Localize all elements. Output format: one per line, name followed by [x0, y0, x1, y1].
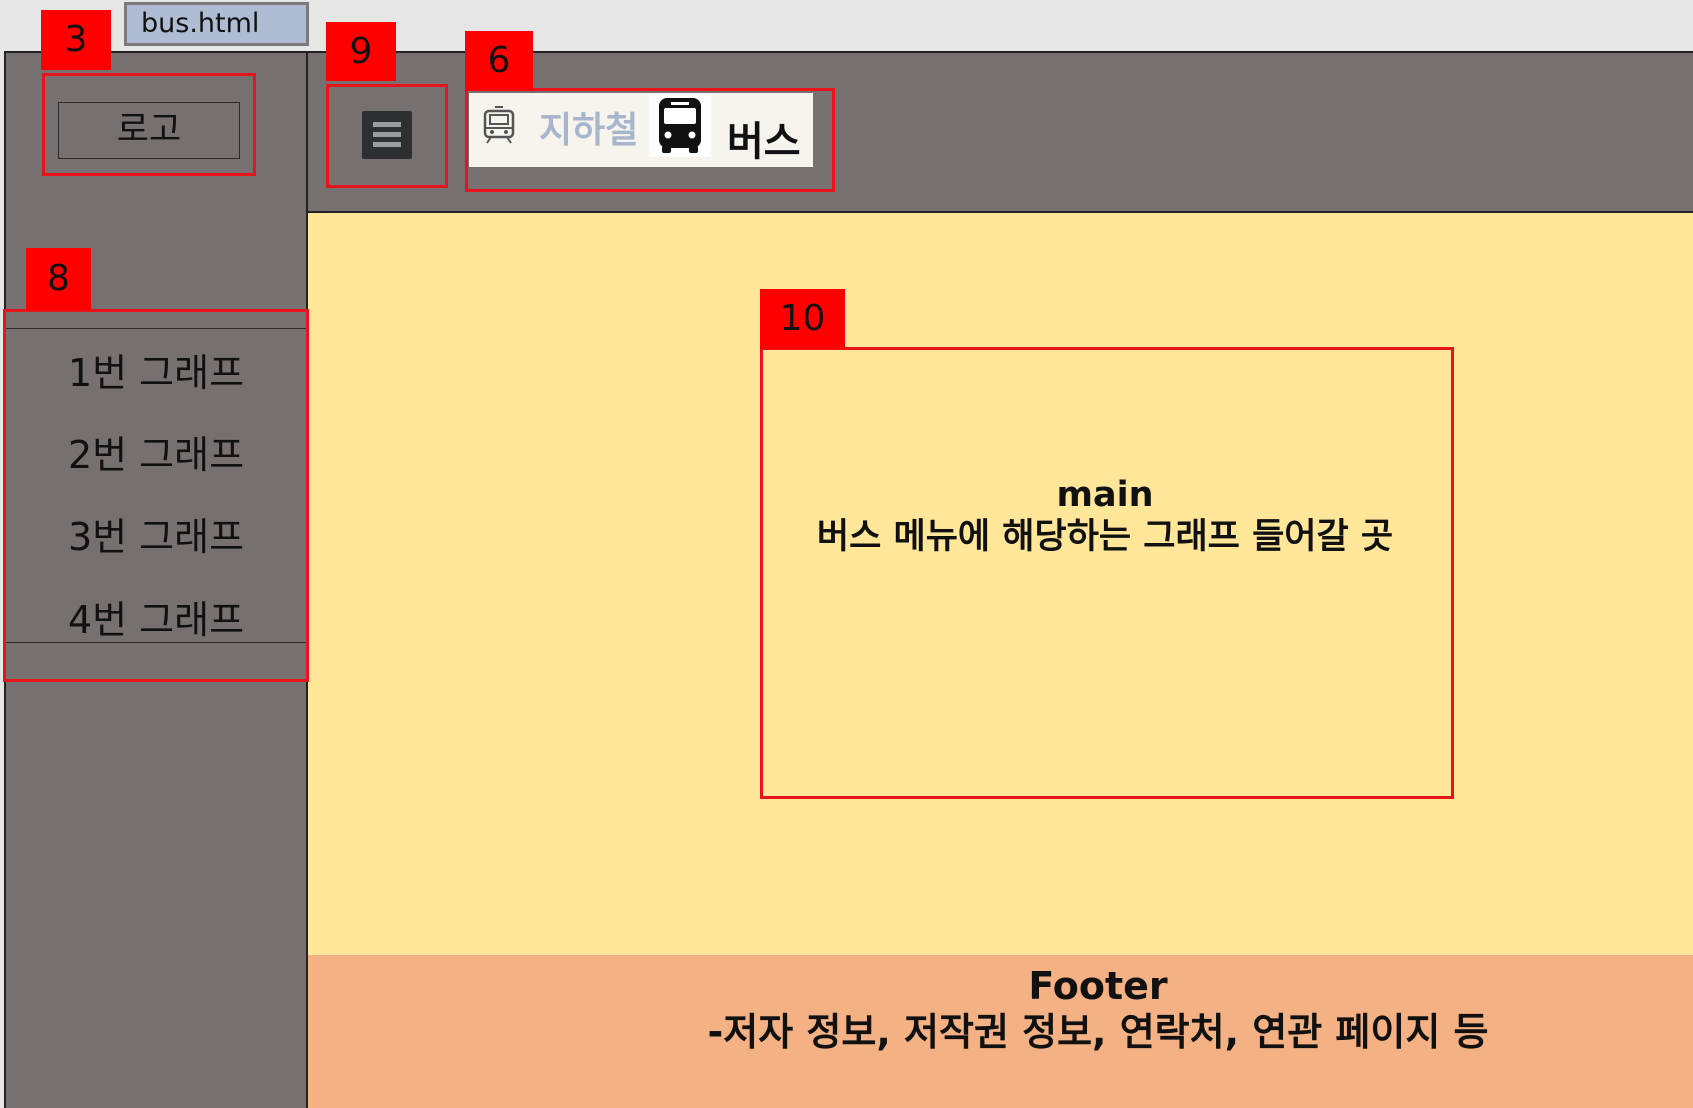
sidebar-item-graph-2[interactable]: 2번 그래프: [67, 433, 245, 477]
main-title: main: [1056, 475, 1154, 515]
footer-description: -저자 정보, 저작권 정보, 연락처, 연관 페이지 등: [707, 1010, 1489, 1054]
annotation-box-main-graph-area: [760, 347, 1454, 799]
annotation-box-sidebar-menu: [3, 309, 309, 682]
annotation-label-3: 3: [41, 10, 111, 70]
main-content: [308, 213, 1693, 955]
annotation-label-10: 10: [760, 289, 845, 349]
annotation-label-6: 6: [465, 31, 533, 91]
sidebar-item-graph-4[interactable]: 4번 그래프: [67, 598, 245, 642]
train-icon[interactable]: [479, 105, 519, 145]
bus-icon[interactable]: [649, 93, 711, 157]
annotation-box-logo: [42, 73, 256, 176]
nav-subway[interactable]: 지하철: [539, 110, 639, 151]
hamburger-icon[interactable]: [362, 111, 412, 159]
transport-nav: 지하철 버스: [469, 93, 813, 167]
main-graph-placeholder: main 버스 메뉴에 해당하는 그래프 들어갈 곳: [760, 474, 1450, 558]
sidebar: [6, 53, 308, 1108]
annotation-label-9: 9: [326, 22, 396, 81]
logo[interactable]: 로고: [58, 102, 240, 159]
sidebar-item-graph-3[interactable]: 3번 그래프: [67, 515, 245, 559]
footer-content: Footer -저자 정보, 저작권 정보, 연락처, 연관 페이지 등: [308, 963, 1693, 1055]
sidebar-menu: 1번 그래프 2번 그래프 3번 그래프 4번 그래프: [6, 328, 306, 643]
footer-title: Footer: [1028, 964, 1168, 1008]
annotation-box-transport-nav: [465, 88, 835, 192]
annotation-label-8: 8: [26, 248, 91, 310]
annotation-box-menu-toggle: [326, 84, 448, 188]
main-description: 버스 메뉴에 해당하는 그래프 들어갈 곳: [816, 517, 1394, 557]
nav-bus[interactable]: 버스: [727, 119, 801, 165]
tab-title: bus.html: [141, 8, 260, 39]
browser-tab[interactable]: bus.html: [124, 2, 309, 46]
footer: [308, 955, 1693, 1108]
sidebar-item-graph-1[interactable]: 1번 그래프: [67, 351, 245, 395]
